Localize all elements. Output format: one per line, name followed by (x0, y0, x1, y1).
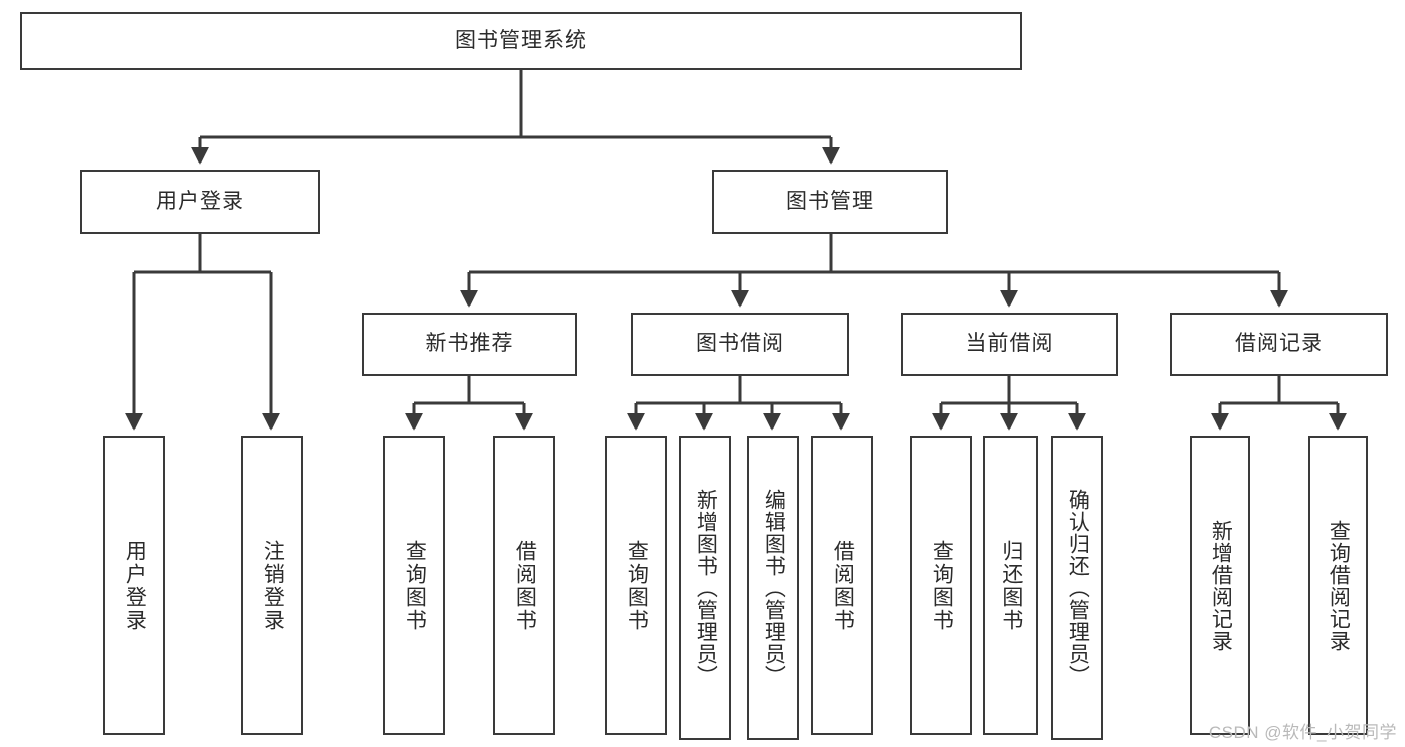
leaf-user-login-login[interactable]: 用户登录 (103, 436, 165, 735)
leaf-user-login-logout[interactable]: 注销登录 (241, 436, 303, 735)
leaf-book-borrow-edit-admin[interactable]: 编辑图书（管理员） (747, 436, 799, 740)
leaf-borrow-record-add[interactable]: 新增借阅记录 (1190, 436, 1250, 735)
leaf-borrow-record-query[interactable]: 查询借阅记录 (1308, 436, 1368, 735)
node-borrow-record[interactable]: 借阅记录 (1170, 313, 1388, 376)
leaf-new-book-query[interactable]: 查询图书 (383, 436, 445, 735)
leaf-current-borrow-query[interactable]: 查询图书 (910, 436, 972, 735)
leaf-current-borrow-confirm-admin[interactable]: 确认归还（管理员） (1051, 436, 1103, 740)
node-user-login[interactable]: 用户登录 (80, 170, 320, 234)
node-book-borrow[interactable]: 图书借阅 (631, 313, 849, 376)
node-book-management[interactable]: 图书管理 (712, 170, 948, 234)
node-new-book-recommend[interactable]: 新书推荐 (362, 313, 577, 376)
leaf-book-borrow-borrow[interactable]: 借阅图书 (811, 436, 873, 735)
leaf-book-borrow-add-admin[interactable]: 新增图书（管理员） (679, 436, 731, 740)
node-current-borrow[interactable]: 当前借阅 (901, 313, 1118, 376)
leaf-book-borrow-query[interactable]: 查询图书 (605, 436, 667, 735)
leaf-current-borrow-return[interactable]: 归还图书 (983, 436, 1038, 735)
node-root[interactable]: 图书管理系统 (20, 12, 1022, 70)
leaf-new-book-borrow[interactable]: 借阅图书 (493, 436, 555, 735)
csdn-watermark: CSDN @软件_小贺同学 (1208, 723, 1397, 742)
